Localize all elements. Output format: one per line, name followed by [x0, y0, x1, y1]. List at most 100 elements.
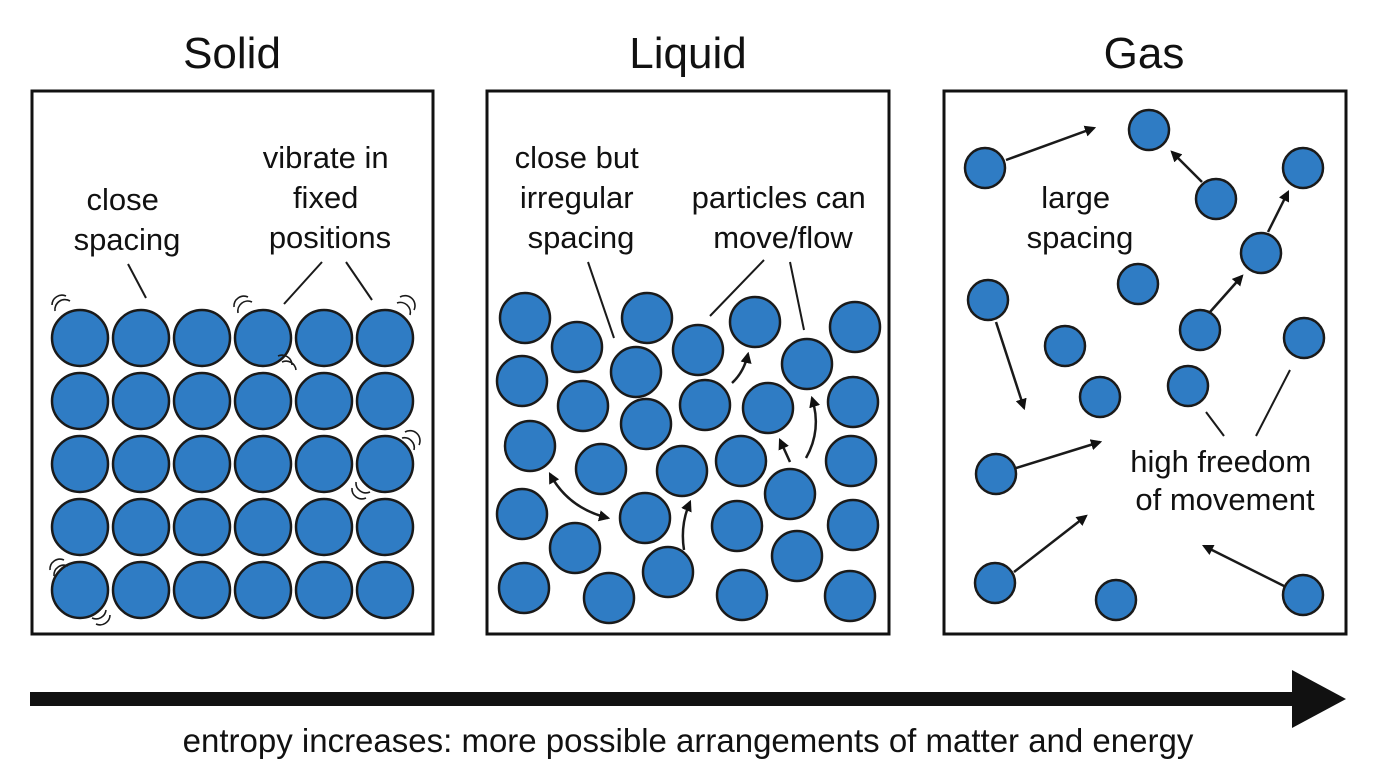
particle	[294, 434, 354, 494]
motion-arrow	[994, 321, 1027, 411]
particle	[50, 560, 110, 620]
particle	[728, 295, 782, 349]
particle	[1281, 573, 1325, 617]
particle	[111, 371, 171, 431]
gas-title: Gas	[1104, 29, 1185, 78]
particle	[111, 497, 171, 557]
particle	[780, 337, 834, 391]
particle	[641, 545, 695, 599]
flow-arrow	[548, 472, 611, 522]
gas-motion-leader	[1255, 369, 1291, 437]
particle	[172, 434, 232, 494]
vibration-mark	[53, 564, 69, 577]
gas-box	[942, 89, 1348, 636]
liquid-motion-leader	[709, 259, 765, 317]
vibration-mark	[51, 294, 67, 306]
particle	[828, 300, 882, 354]
vibration-mark	[95, 614, 111, 626]
gas-spacing-label-line: spacing	[1027, 220, 1134, 255]
particle	[823, 569, 877, 623]
motion-arrow	[1170, 150, 1203, 183]
liquid-spacing-label-line: irregular	[520, 180, 634, 215]
vibration-mark	[49, 558, 65, 571]
entropy-caption: entropy increases: more possible arrange…	[183, 722, 1194, 759]
particle	[715, 568, 769, 622]
vibration-mark	[54, 298, 71, 312]
particle	[824, 434, 878, 488]
particle	[1127, 108, 1171, 152]
particle	[498, 291, 552, 345]
particle	[556, 379, 610, 433]
solid-particle-grid	[50, 308, 415, 620]
liquid-spacing-label-line: spacing	[528, 220, 635, 255]
motion-arrow	[1013, 514, 1088, 573]
particle	[574, 442, 628, 496]
particle	[172, 371, 232, 431]
particle	[355, 497, 415, 557]
gas-motion-leader	[1205, 411, 1225, 437]
particle	[233, 434, 293, 494]
particle	[111, 308, 171, 368]
particle	[1239, 231, 1283, 275]
particle	[714, 434, 768, 488]
particle	[770, 529, 824, 583]
flow-arrow	[681, 499, 692, 551]
liquid-motion-leader	[789, 261, 805, 331]
solid-motion-label-line: positions	[269, 220, 391, 255]
gas-motion-label-line: high freedom	[1130, 444, 1311, 479]
particle	[973, 561, 1017, 605]
particle	[172, 497, 232, 557]
particle	[582, 571, 636, 625]
particle	[111, 434, 171, 494]
vibration-mark	[399, 294, 416, 311]
solid-spacing-label-line: spacing	[74, 222, 181, 257]
gas-motion-label: high freedom of movement	[1130, 444, 1320, 517]
solid-panel: Solid close spacing vibrate in fixed pos…	[30, 29, 435, 636]
particle	[355, 308, 415, 368]
particle	[50, 371, 110, 431]
solid-spacing-label: close spacing	[74, 182, 181, 257]
motion-arrow	[1015, 439, 1103, 470]
solid-motion-label-line: fixed	[293, 180, 358, 215]
vibration-mark	[355, 481, 371, 494]
particle	[1178, 308, 1222, 352]
vibration-mark	[237, 300, 253, 314]
entropy-arrow-shaft	[30, 692, 1302, 706]
motion-arrow	[1005, 125, 1097, 162]
liquid-motion-label-line: move/flow	[713, 220, 853, 255]
particle	[111, 560, 171, 620]
particle	[678, 378, 732, 432]
particle	[495, 354, 549, 408]
entropy-arrow: entropy increases: more possible arrange…	[30, 670, 1346, 759]
gas-particles	[963, 108, 1326, 622]
particle	[963, 146, 1007, 190]
particle	[172, 560, 232, 620]
particle	[548, 521, 602, 575]
particle	[550, 320, 604, 374]
particle	[826, 498, 880, 552]
liquid-motion-label: particles can move/flow	[692, 180, 875, 255]
particle	[826, 375, 880, 429]
liquid-spacing-label: close but irregular spacing	[515, 140, 648, 255]
particle	[609, 345, 663, 399]
vibration-mark	[396, 301, 412, 316]
particle	[1116, 262, 1160, 306]
particle	[497, 561, 551, 615]
solid-motion-leader	[283, 261, 323, 305]
particle	[172, 308, 232, 368]
gas-spacing-label-line: large	[1041, 180, 1110, 215]
gas-motion-arrows	[994, 125, 1290, 588]
particle	[671, 323, 725, 377]
motion-arrow	[1266, 189, 1290, 233]
liquid-particles	[495, 291, 882, 625]
particle	[620, 291, 674, 345]
particle	[294, 308, 354, 368]
particle	[50, 308, 110, 368]
particle	[1078, 375, 1122, 419]
particle	[294, 371, 354, 431]
particle	[619, 397, 673, 451]
particle	[655, 444, 709, 498]
particle	[503, 419, 557, 473]
particle	[355, 434, 415, 494]
